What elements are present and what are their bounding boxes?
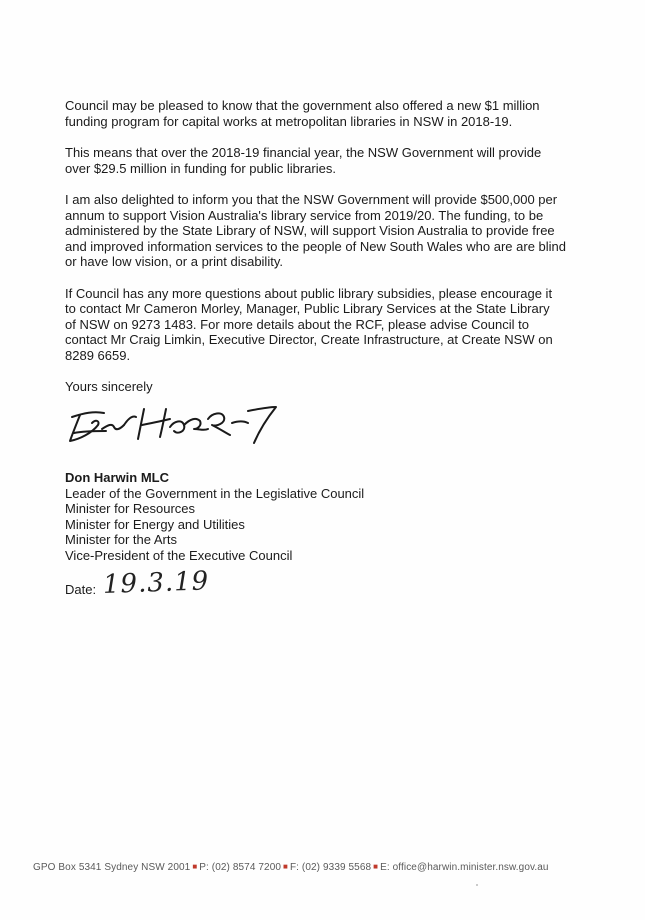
square-bullet-icon: ■ <box>283 862 288 871</box>
handwritten-date: 19.3.19 <box>102 566 210 600</box>
paragraph-line: This means that over the 2018-19 financi… <box>65 145 542 160</box>
signer-role: Minister for the Arts <box>65 532 177 547</box>
paragraph-line: 8289 6659. <box>65 347 131 363</box>
closing-salutation: Yours sincerely <box>65 379 153 394</box>
signer-role: Minister for Energy and Utilities <box>65 516 245 532</box>
paragraph-capital-works: Council may be pleased to know that the … <box>65 98 585 129</box>
paragraph-line: and improved information services to the… <box>65 238 567 254</box>
footer-phone: P: (02) 8574 7200 <box>199 862 282 873</box>
handwritten-signature <box>69 406 277 444</box>
date-label: Date: <box>65 582 97 597</box>
paragraph-line: funding program for capital works at met… <box>65 113 513 129</box>
square-bullet-icon: ■ <box>373 862 379 871</box>
paragraph-funding-total: This means that over the 2018-19 financi… <box>65 145 585 176</box>
paragraph-line: of NSW on 9273 1483. For more details ab… <box>65 316 529 332</box>
paragraph-line: annum to support Vision Australia's libr… <box>65 207 544 223</box>
footer-email[interactable]: E: office@harwin.minister.nsw.gov.au <box>380 862 549 873</box>
signer-name: Don Harwin MLC <box>65 470 169 485</box>
footer-address: GPO Box 5341 Sydney NSW 2001 <box>33 862 191 873</box>
paragraph-vision-australia: I am also delighted to inform you that t… <box>65 192 585 270</box>
paragraph-line: I am also delighted to inform you that t… <box>65 192 558 207</box>
square-bullet-icon: ■ <box>192 862 198 871</box>
paragraph-contacts: If Council has any more questions about … <box>65 286 585 364</box>
paragraph-line: If Council has any more questions about … <box>65 285 553 301</box>
paragraph-line: contact Mr Craig Limkin, Executive Direc… <box>65 332 553 347</box>
paragraph-line: to contact Mr Cameron Morley, Manager, P… <box>65 301 550 316</box>
signer-role: Leader of the Government in the Legislat… <box>65 485 365 501</box>
footer-fax: F: (02) 9339 5568 <box>289 862 372 873</box>
paragraph-line: Council may be pleased to know that the … <box>65 98 540 113</box>
paragraph-line: or have low vision, or a print disabilit… <box>65 254 283 269</box>
signer-block: Don Harwin MLC Leader of the Government … <box>65 470 364 563</box>
letter-body: Council may be pleased to know that the … <box>65 98 585 395</box>
signer-role: Vice-President of the Executive Council <box>65 547 293 563</box>
scan-speck <box>476 884 478 886</box>
signer-role: Minister for Resources <box>65 501 196 516</box>
paragraph-line: administered by the State Library of NSW… <box>65 223 555 238</box>
date-row: Date: 19.3.19 <box>65 566 265 612</box>
letter-footer: GPO Box 5341 Sydney NSW 2001■P: (02) 857… <box>33 862 549 873</box>
paragraph-line: over $29.5 million in funding for public… <box>65 160 336 176</box>
